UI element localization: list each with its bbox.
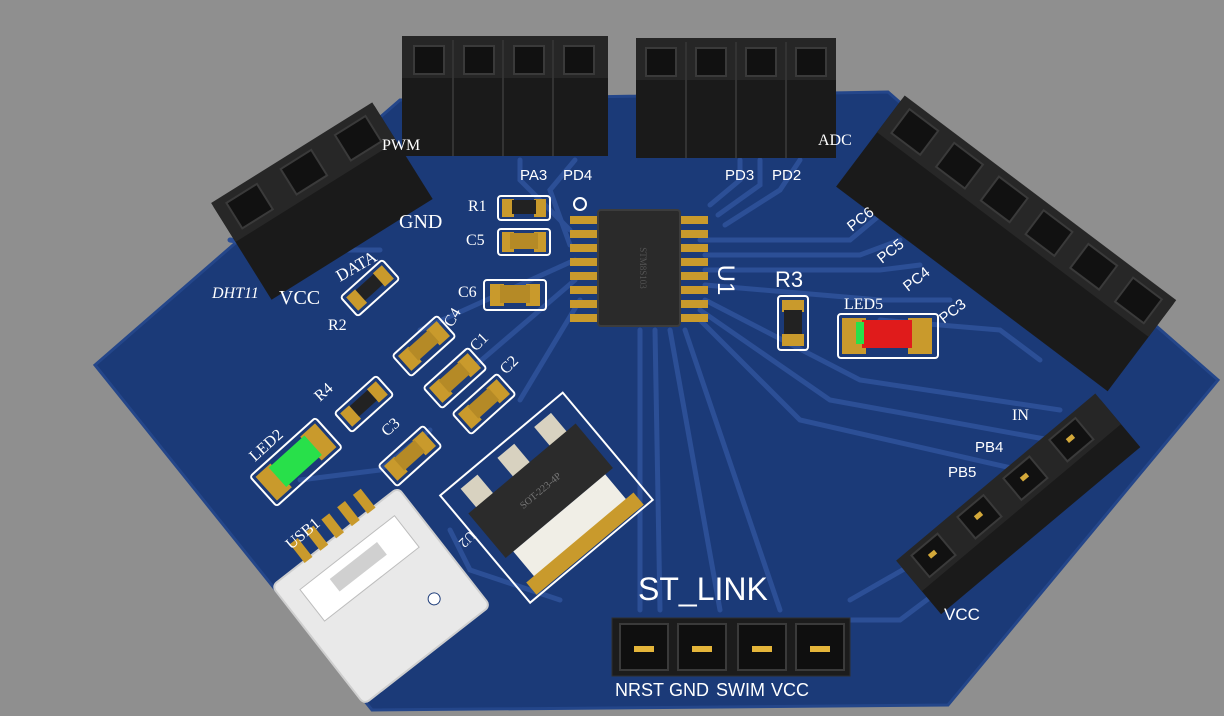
label-vcc-st: VCC [771,680,809,700]
header-top-right [636,38,836,158]
r4-footprint [334,375,394,433]
label-pd3: PD3 [725,167,754,184]
label-vcc-relay: VCC [944,605,980,624]
c3-footprint [378,425,442,487]
label-c5: C5 [466,232,485,249]
label-gnd-dht: GND [399,211,442,233]
label-pa3: PA3 [520,167,547,184]
pin1-marker [573,197,587,211]
label-r3: R3 [775,267,803,292]
c4-footprint [392,315,456,377]
r1-footprint [497,195,551,221]
label-pb5: PB5 [948,464,976,481]
c2-footprint [452,373,516,435]
label-c6: C6 [458,284,477,301]
label-pd2: PD2 [772,167,801,184]
label-in: IN [1012,407,1029,424]
c6-footprint [483,279,547,311]
c1-footprint [423,347,487,409]
label-pd4: PD4 [563,167,592,184]
usb1-connector [273,488,489,703]
label-u1: U1 [712,265,739,296]
label-gnd-st: GND [669,680,709,700]
header-right [836,95,1177,392]
label-led5: LED5 [844,296,883,313]
regulator-u2: SOT-223-4P [438,391,655,605]
label-r1: R1 [468,198,487,215]
header-top-left [402,36,608,156]
header-relay [896,393,1141,615]
led2 [250,417,342,507]
header-st-link [611,617,851,677]
label-pwm: PWM [382,137,420,154]
mcu-u1: STM8S103 [570,209,708,327]
label-pb4: PB4 [975,439,1003,456]
header-dht11 [211,102,433,300]
label-st-link: ST_LINK [638,571,768,607]
r2-footprint [340,259,400,317]
c5-footprint [497,228,551,256]
label-vcc-dht: VCC [279,287,320,309]
label-adc: ADC [818,132,852,149]
label-dht11: DHT11 [211,285,259,302]
label-swim: SWIM [716,680,765,700]
r3-footprint [777,295,809,351]
label-r2: R2 [328,317,347,334]
led5 [837,313,939,359]
label-nrst: NRST [615,680,664,700]
mcu-marking: STM8S103 [638,247,648,289]
